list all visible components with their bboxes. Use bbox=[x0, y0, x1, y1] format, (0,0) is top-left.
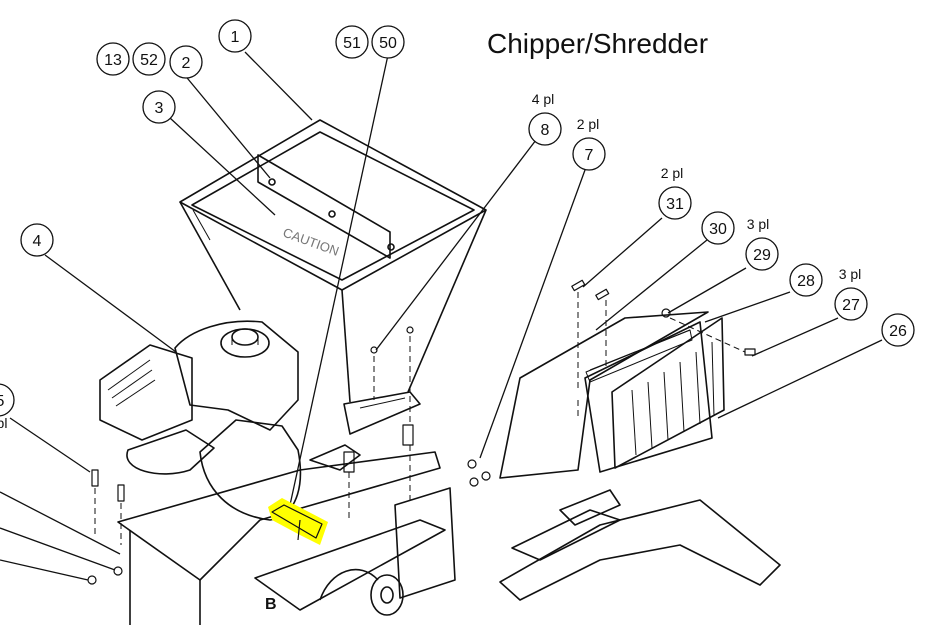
view-label: B bbox=[265, 596, 277, 613]
callout-52: 52 bbox=[140, 52, 158, 69]
callout-31: 31 bbox=[666, 196, 684, 213]
leader-lines bbox=[0, 51, 883, 581]
base-frame bbox=[117, 444, 781, 625]
assembly-lines bbox=[94, 292, 746, 545]
callout-1: 1 bbox=[231, 29, 240, 46]
callout-13: 13 bbox=[104, 52, 122, 69]
callout-numbers: 1 2 3 4 5 7 8 13 26 27 28 29 30 31 50 51… bbox=[0, 29, 907, 410]
qty-note-31: 2 pl bbox=[661, 165, 684, 181]
callout-circle-26 bbox=[881, 313, 915, 347]
callout-4: 4 bbox=[33, 233, 42, 250]
qty-note-29: 3 pl bbox=[747, 216, 770, 232]
callout-5: 5 bbox=[0, 393, 5, 410]
callout-circle-50 bbox=[371, 25, 405, 59]
callout-3: 3 bbox=[155, 100, 164, 117]
callout-circle-29 bbox=[745, 237, 779, 271]
callout-circle-7 bbox=[572, 137, 606, 171]
qty-note-27: 3 pl bbox=[839, 266, 862, 282]
callout-30: 30 bbox=[709, 221, 727, 238]
callout-circle-3 bbox=[142, 90, 176, 124]
callout-balloons bbox=[0, 19, 915, 417]
callout-7: 7 bbox=[585, 147, 594, 164]
hopper bbox=[179, 119, 487, 435]
qty-note-7: 2 pl bbox=[577, 116, 600, 132]
qty-note-8: 4 pl bbox=[532, 91, 555, 107]
callout-29: 29 bbox=[753, 247, 771, 264]
callout-circle-52 bbox=[132, 42, 166, 76]
chipper-chute bbox=[499, 311, 725, 479]
callout-26: 26 bbox=[889, 323, 907, 340]
callout-2: 2 bbox=[182, 55, 191, 72]
engine bbox=[99, 320, 302, 521]
callout-circle-28 bbox=[789, 263, 823, 297]
callout-circle-27 bbox=[834, 287, 868, 321]
callout-27: 27 bbox=[842, 297, 860, 314]
callout-8: 8 bbox=[541, 122, 550, 139]
quantity-notes: 4 pl 2 pl 2 pl 3 pl 3 pl pl bbox=[0, 91, 861, 431]
highlighted-part bbox=[268, 498, 328, 545]
callout-circle-1 bbox=[218, 19, 252, 53]
diagram-title: Chipper/Shredder bbox=[487, 28, 709, 59]
callout-circle-51 bbox=[335, 25, 369, 59]
callout-circle-4 bbox=[20, 223, 54, 257]
callout-circle-8 bbox=[528, 112, 562, 146]
callout-circle-2 bbox=[169, 45, 203, 79]
callout-50: 50 bbox=[379, 35, 397, 52]
callout-circle-13 bbox=[96, 42, 130, 76]
callout-28: 28 bbox=[797, 273, 815, 290]
callout-circle-30 bbox=[701, 211, 735, 245]
callout-circle-5 bbox=[0, 383, 15, 417]
qty-note-5: pl bbox=[0, 415, 7, 431]
callout-51: 51 bbox=[343, 35, 361, 52]
callout-circle-31 bbox=[658, 186, 692, 220]
